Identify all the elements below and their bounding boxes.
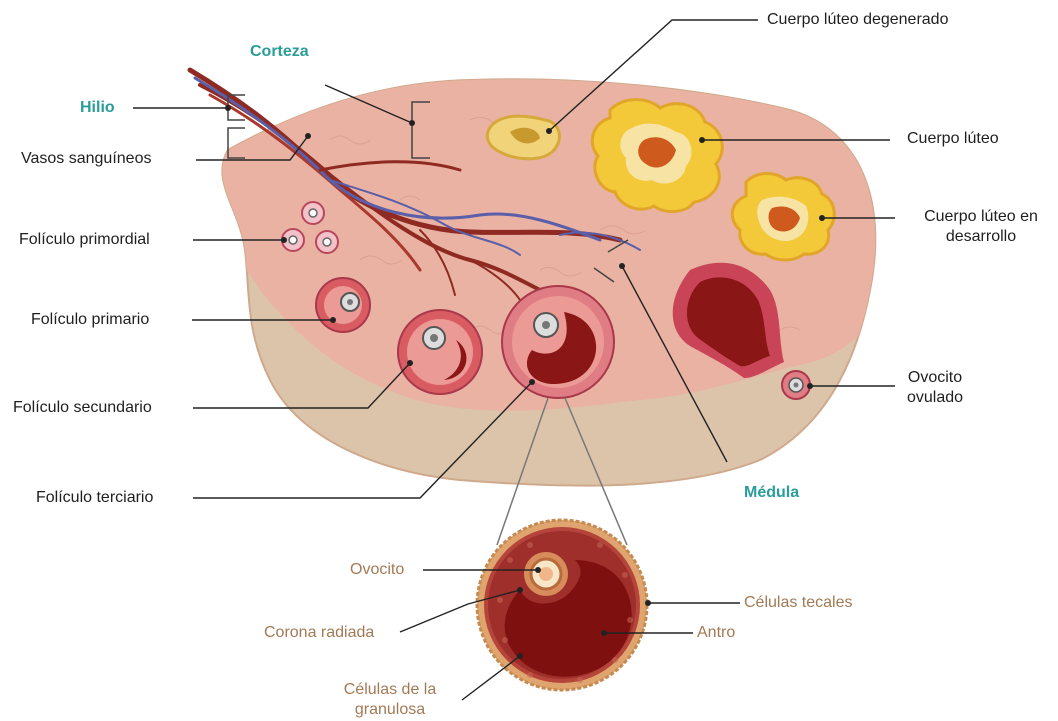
corpus-luteum-degenerate <box>487 116 559 159</box>
inset-label-celulas-tecales: Células tecales <box>744 593 853 613</box>
label-corteza: Corteza <box>250 42 309 62</box>
tertiary-follicle <box>502 286 614 398</box>
inset-label-granulosa-line-1: Células de la <box>325 680 455 700</box>
label-foliculo-terciario: Folículo terciario <box>36 488 153 508</box>
label-desarrollo-line-1: Cuerpo lúteo en <box>906 207 1056 227</box>
label-cuerpo-luteo-degenerado: Cuerpo lúteo degenerado <box>767 10 948 30</box>
label-cuerpo-luteo-en-desarrollo: Cuerpo lúteo en desarrollo <box>906 207 1056 247</box>
label-ovulado-line-2: ovulado <box>900 388 970 408</box>
primary-follicle <box>316 278 370 332</box>
inset-follicle <box>477 520 647 690</box>
inset-label-celulas-granulosa: Células de la granulosa <box>325 680 455 720</box>
label-foliculo-primario: Folículo primario <box>31 310 149 330</box>
inset-label-corona-radiada: Corona radiada <box>264 623 374 643</box>
label-cuerpo-luteo: Cuerpo lúteo <box>907 129 999 149</box>
label-medula: Médula <box>744 483 799 503</box>
label-foliculo-secundario: Folículo secundario <box>13 398 152 418</box>
corpus-luteum-developing <box>732 174 834 261</box>
inset-label-ovocito: Ovocito <box>350 560 404 580</box>
label-ovocito-ovulado: Ovocito ovulado <box>900 368 970 408</box>
label-foliculo-primordial: Folículo primordial <box>19 230 150 250</box>
inset-label-granulosa-line-2: granulosa <box>325 700 455 720</box>
label-desarrollo-line-2: desarrollo <box>906 227 1056 247</box>
label-hilio: Hilio <box>80 98 115 118</box>
secondary-follicle <box>398 310 482 394</box>
label-ovulado-line-1: Ovocito <box>900 368 970 388</box>
label-vasos-sanguineos: Vasos sanguíneos <box>21 149 151 169</box>
inset-label-antro: Antro <box>697 623 735 643</box>
